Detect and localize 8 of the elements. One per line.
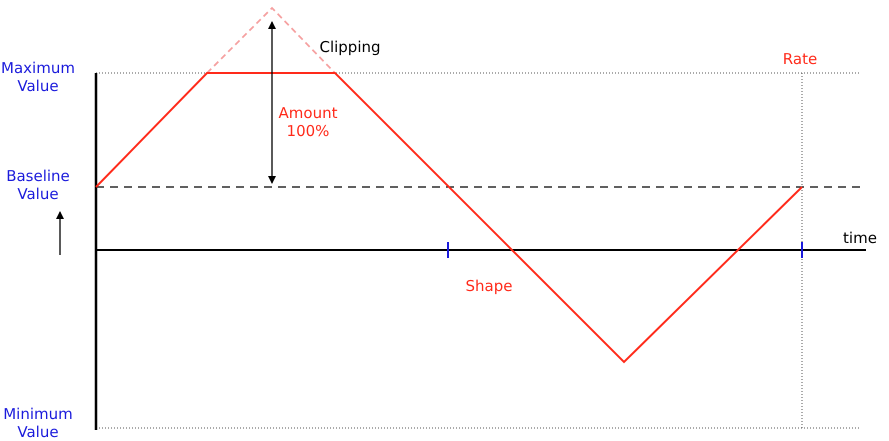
time-label: time (842, 229, 878, 247)
baseline-value-label: Baseline Value (5, 167, 71, 203)
rate-label: Rate (782, 50, 818, 68)
maximum-value-label: Maximum Value (0, 59, 76, 95)
minimum-value-label: Minimum Value (2, 405, 74, 441)
shape-label: Shape (464, 277, 514, 295)
amount-label: Amount 100% (278, 104, 338, 140)
clipping-label: Clipping (318, 38, 382, 56)
